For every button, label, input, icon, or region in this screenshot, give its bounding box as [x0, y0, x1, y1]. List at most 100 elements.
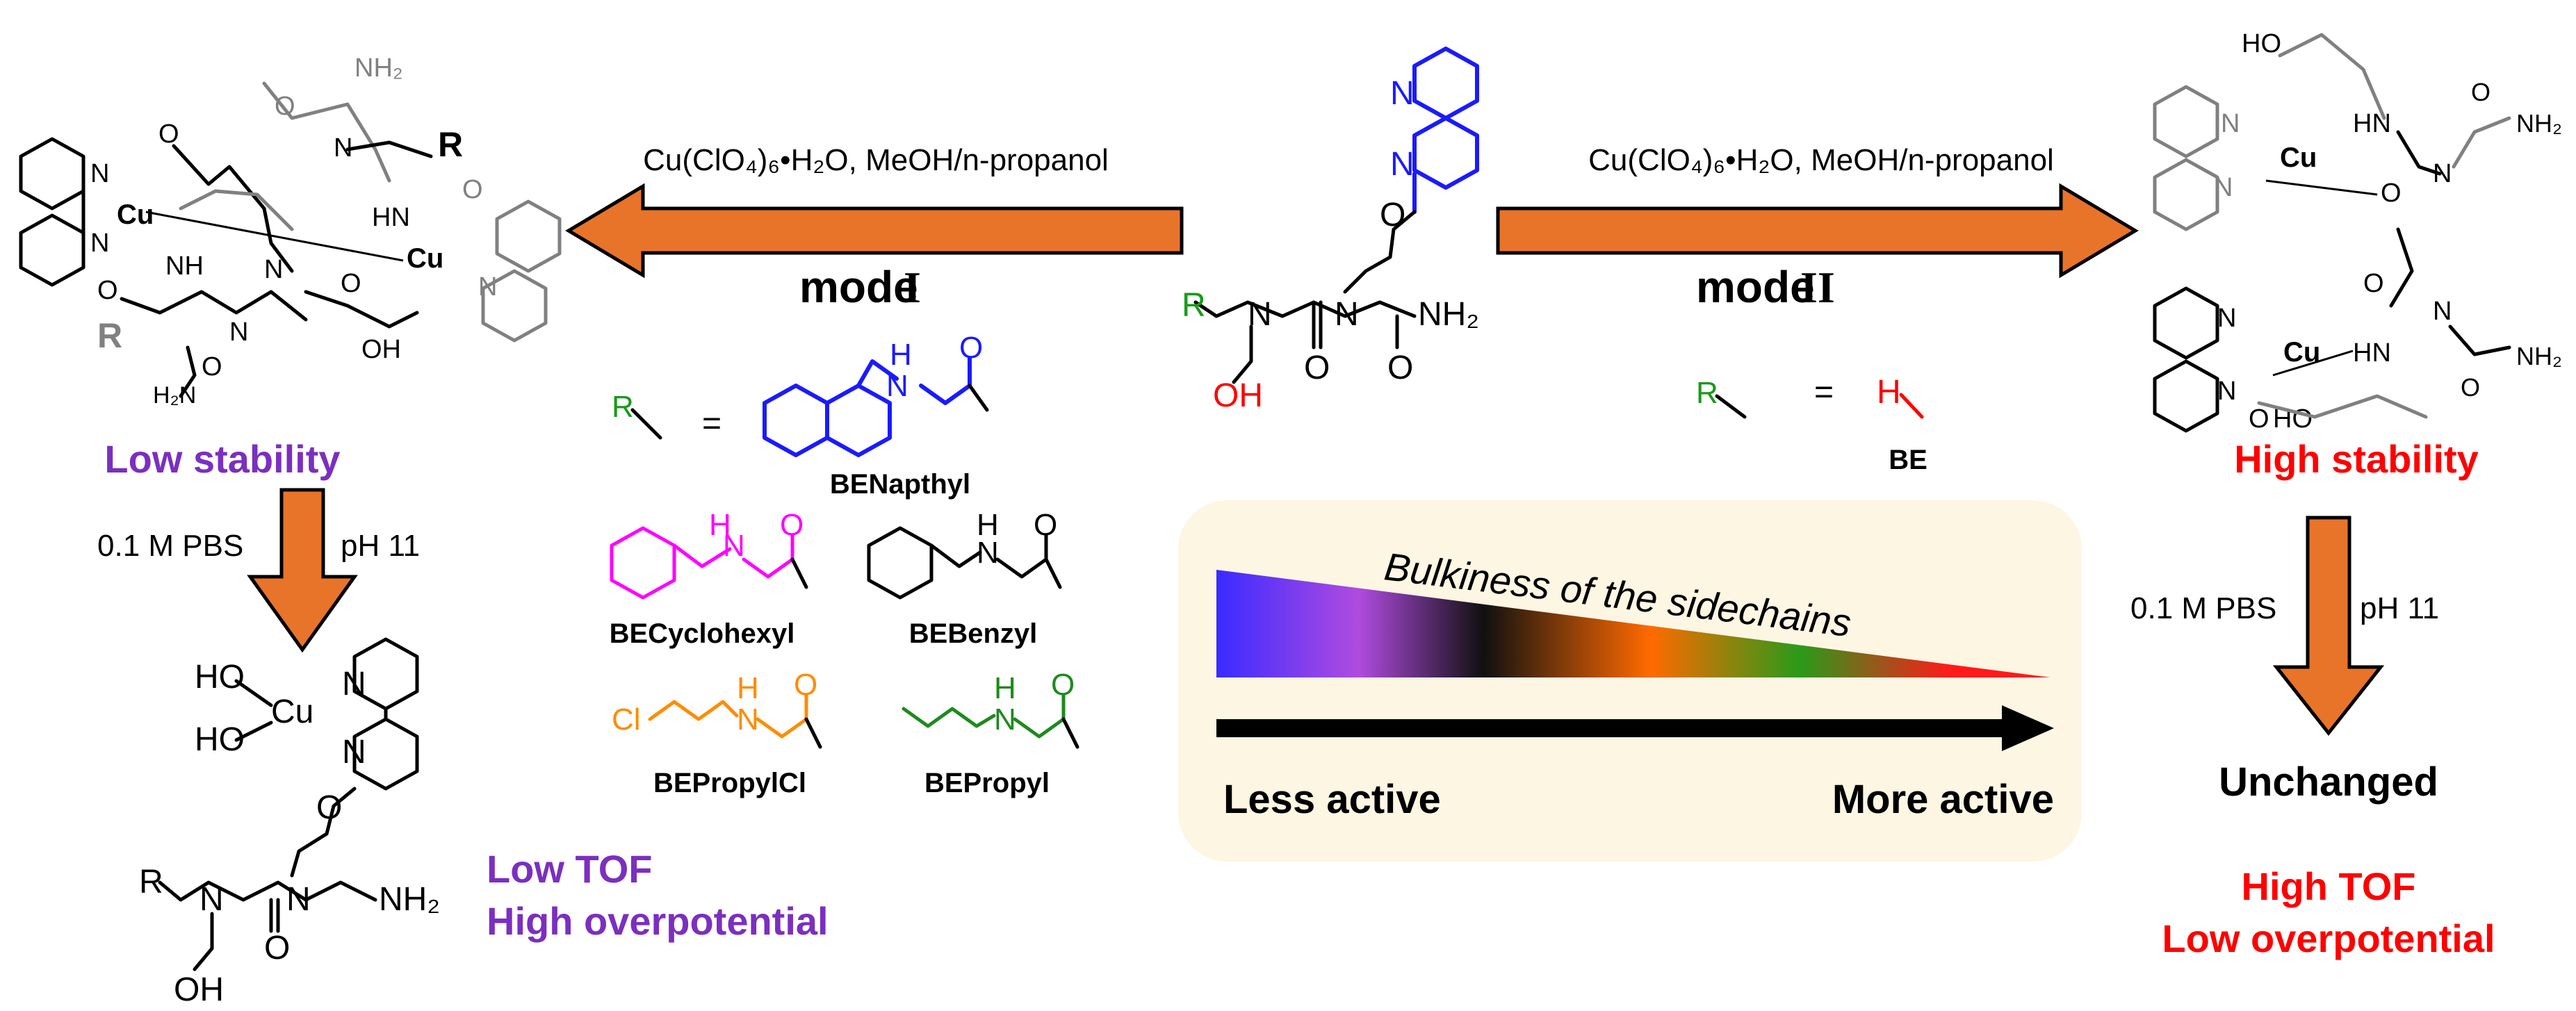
right-overpotential-label: Low overpotential	[2162, 917, 2495, 960]
svg-text:OH: OH	[361, 335, 401, 364]
less-active-label: Less active	[1223, 777, 1441, 822]
svg-text:N: N	[286, 881, 311, 918]
left-ph-label: pH 11	[341, 529, 420, 563]
svg-text:=: =	[1814, 374, 1834, 411]
svg-text:OH: OH	[174, 971, 224, 1008]
svg-text:N: N	[342, 734, 366, 771]
svg-text:NH: NH	[165, 252, 204, 281]
unchanged-label: Unchanged	[2219, 759, 2438, 805]
left-product-complex: HO HO Cu N N O R N N NH₂ O OH	[139, 637, 440, 1008]
svg-text:R: R	[438, 125, 463, 164]
left-down-arrow	[247, 488, 358, 653]
svg-text:O: O	[1380, 197, 1405, 233]
svg-text:O: O	[1304, 350, 1330, 386]
svg-text:NH₂: NH₂	[2516, 342, 2562, 370]
svg-text:Cu: Cu	[407, 243, 443, 274]
left-buffer-label: 0.1 M PBS	[97, 529, 243, 563]
svg-text:O: O	[316, 789, 342, 826]
central-ligand: N N O N N NH₂ O O R OH	[1182, 47, 1479, 414]
svg-text:O: O	[780, 508, 804, 542]
svg-text:N: N	[342, 666, 366, 702]
be-label: BE	[1889, 445, 1927, 475]
svg-text:O: O	[202, 352, 222, 381]
propyl-label: BEPropyl	[924, 768, 1050, 798]
mode-ii-label: mode II	[1696, 262, 1835, 312]
right-buffer-label: 0.1 M PBS	[2130, 591, 2276, 625]
svg-text:N: N	[2433, 159, 2452, 188]
mode-i-label: mode I	[799, 262, 921, 312]
svg-text:NH₂: NH₂	[354, 54, 403, 83]
reagent-left-label: Cu(ClO₄)₆•H₂O, MeOH/n-propanol	[643, 143, 1109, 177]
left-overpotential-label: High overpotential	[487, 899, 829, 943]
svg-text:N: N	[229, 318, 248, 347]
svg-text:N: N	[2433, 297, 2452, 326]
svg-text:Cu: Cu	[2280, 142, 2317, 173]
activity-arrow	[1216, 705, 2054, 751]
svg-text:H: H	[737, 671, 759, 705]
svg-text:N: N	[90, 229, 109, 258]
mode-ii-arrow	[1496, 183, 2139, 279]
svg-text:O: O	[2471, 78, 2491, 106]
right-down-arrow	[2272, 516, 2385, 737]
svg-text:O: O	[462, 175, 483, 204]
svg-text:R: R	[1696, 376, 1718, 410]
propylcl-label: BEPropylCl	[653, 768, 806, 798]
bulkiness-panel: Bulkiness of the sidechains Less active …	[1178, 500, 2082, 862]
sidechain-propyl: N H O BEPropyl	[902, 668, 1079, 798]
sidechain-be: R = H BE	[1696, 374, 1927, 475]
svg-text:N: N	[478, 272, 497, 302]
svg-text:O: O	[2461, 373, 2480, 402]
svg-text:N: N	[264, 255, 283, 284]
svg-text:R: R	[1182, 287, 1206, 324]
svg-text:H: H	[1877, 374, 1901, 411]
svg-text:N: N	[737, 702, 759, 737]
svg-text:N: N	[2221, 109, 2240, 138]
left-stability-label: Low stability	[104, 437, 340, 481]
svg-text:H: H	[890, 338, 912, 372]
svg-text:N: N	[90, 159, 109, 188]
svg-text:Cu: Cu	[117, 199, 154, 230]
svg-text:N: N	[199, 881, 224, 918]
benzyl-label: BEBenzyl	[909, 618, 1038, 649]
svg-text:O: O	[794, 668, 817, 702]
mode-i-arrow	[565, 183, 1184, 279]
svg-text:N: N	[977, 536, 999, 570]
bulkiness-gradient-wedge	[1216, 570, 2051, 677]
svg-text:HO: HO	[2242, 29, 2281, 58]
svg-text:N: N	[994, 702, 1016, 737]
napthyl-label: BENapthyl	[830, 469, 970, 500]
svg-text:H: H	[977, 508, 999, 542]
svg-text:II: II	[1800, 263, 1835, 312]
svg-text:N: N	[2217, 304, 2236, 333]
svg-text:O: O	[1051, 668, 1075, 702]
svg-text:O: O	[264, 930, 290, 967]
svg-text:H: H	[709, 508, 731, 542]
right-tof-label: High TOF	[2242, 864, 2416, 908]
svg-text:R: R	[97, 316, 122, 355]
svg-text:Cu: Cu	[271, 693, 313, 730]
sidechain-propylcl: Cl N H O BEPropylCl	[612, 668, 822, 798]
left-complex: N N Cu O NH O O NH₂ N R HN N O Cu OH N O…	[19, 54, 562, 409]
svg-text:mode: mode	[799, 262, 918, 312]
svg-text:O: O	[1387, 350, 1413, 386]
svg-text:NH₂: NH₂	[379, 881, 440, 918]
cyclohexyl-label: BECyclohexyl	[610, 618, 795, 649]
svg-text:HO: HO	[195, 659, 245, 696]
right-stability-label: High stability	[2234, 437, 2479, 481]
svg-text:N: N	[1390, 75, 1415, 112]
reagent-right-label: Cu(ClO₄)₆•H₂O, MeOH/n-propanol	[1588, 143, 2054, 177]
svg-text:N: N	[2217, 377, 2236, 406]
sidechain-benzyl: N H O BEBenzyl	[867, 508, 1062, 649]
right-complex: N N HO HN Cu O N NH₂ O N N Cu O HN N O H…	[2153, 29, 2562, 434]
svg-text:HN: HN	[2353, 109, 2391, 138]
svg-text:R: R	[612, 390, 634, 424]
svg-text:NH₂: NH₂	[2516, 109, 2562, 138]
svg-text:O: O	[1034, 508, 1057, 542]
svg-text:N: N	[1390, 146, 1415, 183]
svg-text:=: =	[702, 405, 722, 442]
sidechain-cyclohexyl: N H O BECyclohexyl	[610, 508, 808, 649]
svg-text:HN: HN	[2353, 338, 2391, 368]
sidechain-napthyl: R = N H O BENapthyl	[612, 331, 989, 500]
svg-text:O: O	[158, 120, 179, 149]
